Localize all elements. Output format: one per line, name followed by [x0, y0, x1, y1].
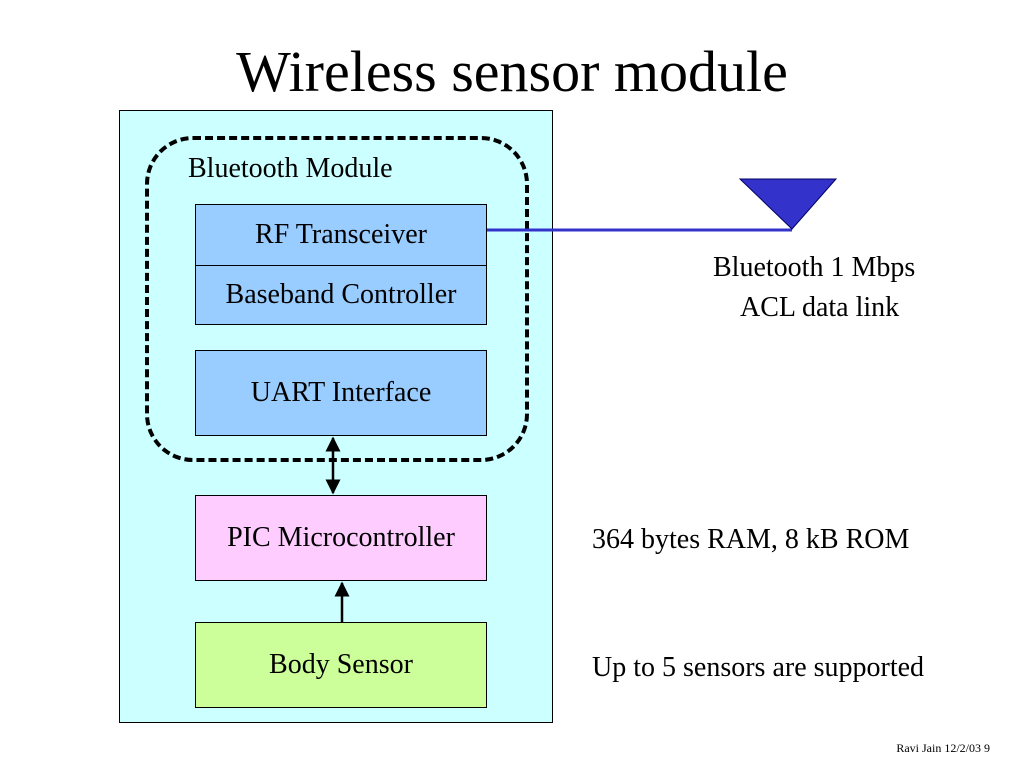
bluetooth-module-label: Bluetooth Module [188, 153, 393, 184]
link-label-line2: ACL data link [740, 292, 900, 323]
uart-interface-block: UART Interface [195, 350, 487, 436]
pic-microcontroller-block: PIC Microcontroller [195, 495, 487, 581]
slide-footer: Ravi Jain 12/2/03 9 [896, 741, 990, 755]
baseband-controller-block: Baseband Controller [195, 265, 487, 325]
slide-title: Wireless sensor module [236, 39, 788, 104]
rf-transceiver-block: RF Transceiver [195, 204, 487, 266]
sensor-note: Up to 5 sensors are supported [592, 652, 925, 683]
body-sensor-block: Body Sensor [195, 622, 487, 708]
memory-note: 364 bytes RAM, 8 kB ROM [592, 524, 910, 555]
antenna-icon [738, 178, 838, 230]
link-label-line1: Bluetooth 1 Mbps [713, 252, 916, 283]
